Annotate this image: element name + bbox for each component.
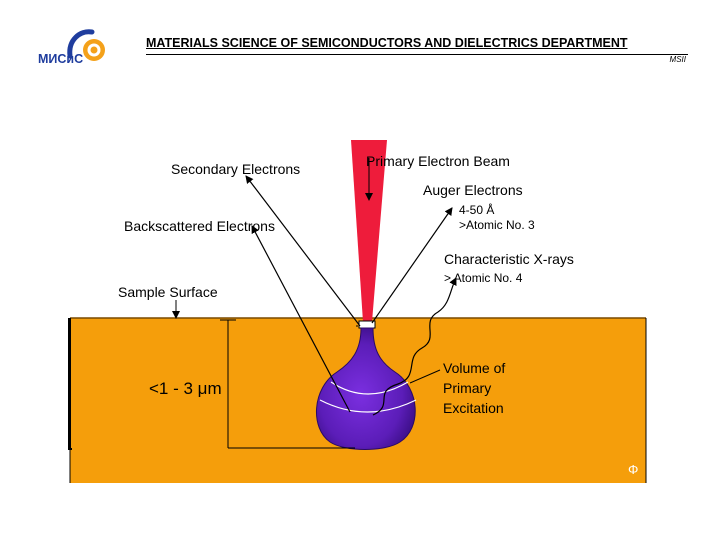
xrays-atomic-label: > Atomic No. 4 <box>444 271 523 285</box>
sample-shadow-bottom <box>68 448 72 450</box>
depth-label: <1 - 3 μm <box>149 379 222 398</box>
auger-depth-label: 4-50 Å <box>459 203 495 217</box>
logo-text: МИСиС <box>38 52 83 66</box>
misis-logo: МИСиС <box>38 29 105 66</box>
secondary-electrons-arrow <box>245 175 361 327</box>
backscattered-electrons-label: Backscattered Electrons <box>124 218 275 234</box>
xray-wavy-path <box>372 277 457 416</box>
auger-atomic-label: >Atomic No. 3 <box>459 218 535 232</box>
header-divider <box>146 54 688 55</box>
volume-label-line-3: Excitation <box>443 400 504 416</box>
auger-electrons-arrow <box>371 207 453 324</box>
volume-label-line-1: Volume of <box>443 360 506 376</box>
xrays-label: Characteristic X-rays <box>444 251 574 267</box>
backscattered-electrons-arrow <box>251 225 351 413</box>
secondary-electrons-label: Secondary Electrons <box>171 161 301 177</box>
volume-lower-boundary <box>319 399 417 413</box>
volume-upper-boundary <box>330 381 409 395</box>
interaction-volume <box>316 327 416 450</box>
page-title: MATERIALS SCIENCE OF SEMICONDUCTORS AND … <box>146 36 628 50</box>
primary-beam-label: Primary Electron Beam <box>366 153 510 169</box>
sample-surface-label: Sample Surface <box>118 284 218 300</box>
volume-label-line-2: Primary <box>443 380 492 396</box>
corner-symbol: Φ <box>628 462 639 477</box>
auger-electrons-label: Auger Electrons <box>423 182 523 198</box>
header-subtitle: MSII <box>669 55 686 64</box>
volume-label-pointer <box>409 369 441 384</box>
primary-electron-beam <box>351 140 387 322</box>
sample-shadow-left <box>68 318 71 450</box>
